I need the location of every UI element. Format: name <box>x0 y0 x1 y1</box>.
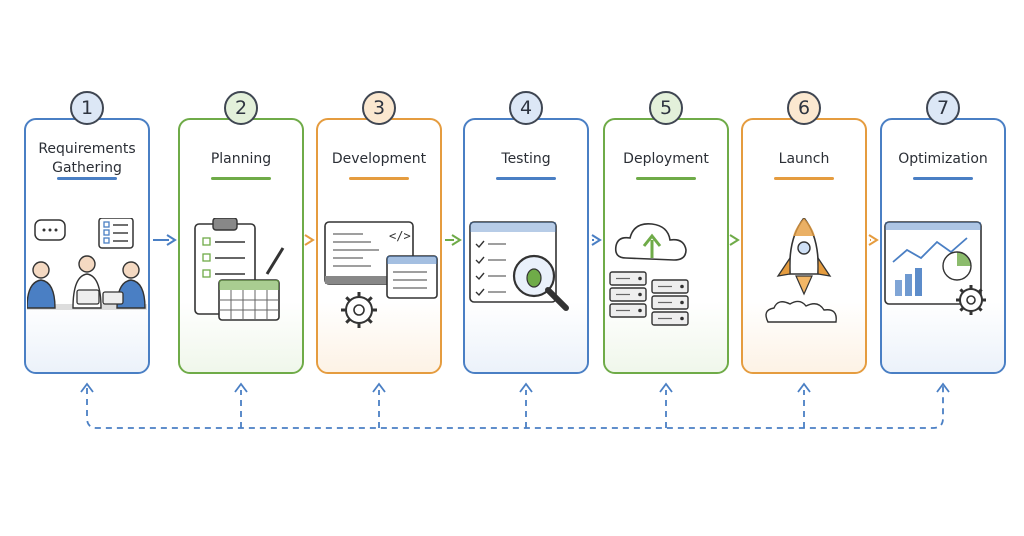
step-card-7 <box>880 118 1006 374</box>
step-number-badge: 2 <box>224 91 258 125</box>
step-number-badge: 5 <box>649 91 683 125</box>
analytics-gear-icon <box>884 221 986 315</box>
card-tint <box>465 302 587 372</box>
up-arrow-icon <box>659 382 673 393</box>
up-arrow-icon <box>372 382 386 393</box>
cloud-server-icon <box>609 222 689 326</box>
step-title: Requirements Gathering <box>38 141 136 176</box>
step-card-1 <box>24 118 150 374</box>
title-underline <box>349 177 409 180</box>
up-arrow-icon <box>936 382 950 393</box>
step-number-badge: 4 <box>509 91 543 125</box>
title-underline <box>211 177 271 180</box>
rocket-icon <box>765 218 837 323</box>
step-title: Deployment <box>623 151 709 167</box>
team-icon <box>27 218 147 310</box>
svg-text:</>: </> <box>389 229 411 243</box>
step-number-badge: 3 <box>362 91 396 125</box>
title-underline <box>496 177 556 180</box>
up-arrow-icon <box>80 382 94 393</box>
title-underline <box>57 177 117 180</box>
card-tint <box>26 302 148 372</box>
card-tint <box>882 302 1004 372</box>
step-title: Planning <box>210 151 272 167</box>
up-arrow-icon <box>519 382 533 393</box>
feedback-loop-line <box>86 384 944 429</box>
up-arrow-icon <box>797 382 811 393</box>
code-monitor-icon: </> <box>324 221 438 328</box>
step-title: Testing <box>501 151 551 167</box>
title-underline <box>913 177 973 180</box>
title-underline <box>636 177 696 180</box>
step-title: Optimization <box>898 151 988 167</box>
step-number-badge: 6 <box>787 91 821 125</box>
step-title: Development <box>331 151 427 167</box>
step-number-badge: 1 <box>70 91 104 125</box>
bug-search-icon <box>469 221 569 311</box>
card-tint <box>318 302 440 372</box>
up-arrow-icon <box>234 382 248 393</box>
step-number-badge: 7 <box>926 91 960 125</box>
step-title: Launch <box>778 151 830 167</box>
clipboard-calendar-icon <box>194 218 285 321</box>
title-underline <box>774 177 834 180</box>
